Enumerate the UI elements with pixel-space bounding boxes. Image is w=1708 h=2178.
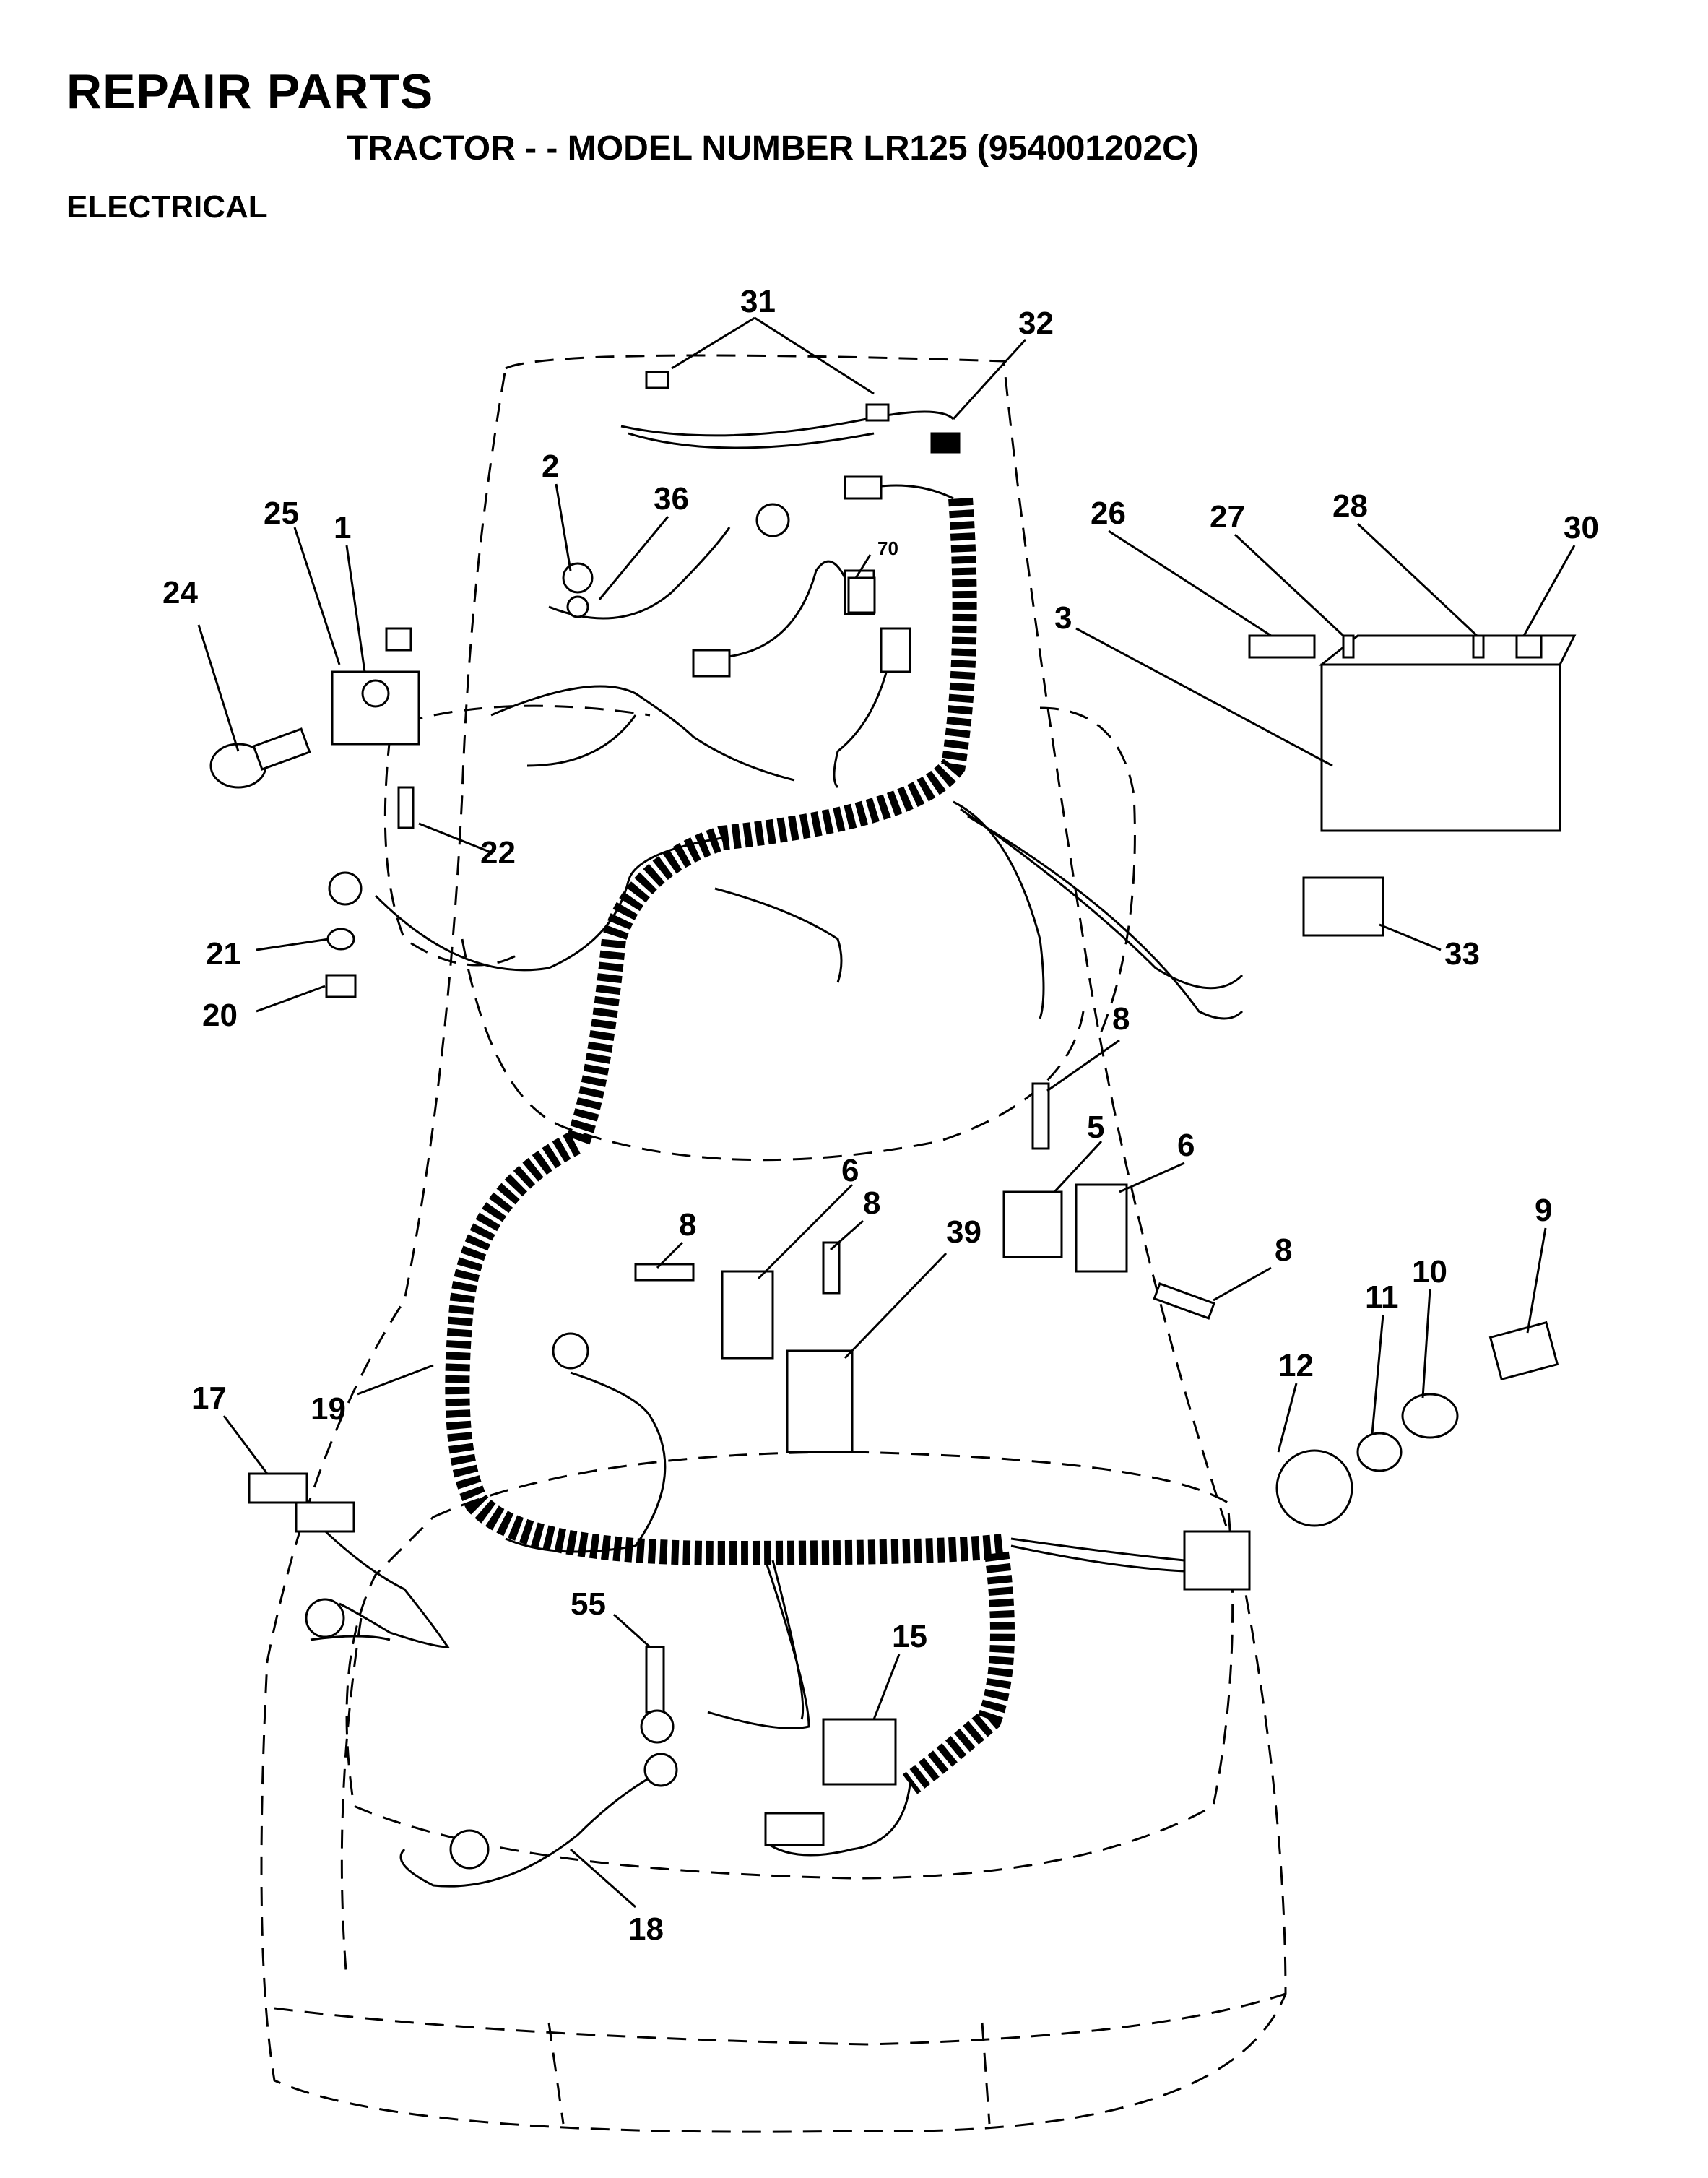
page-title: REPAIR PARTS xyxy=(66,64,434,119)
callout-15: 15 xyxy=(892,1619,927,1654)
callout-70: 70 xyxy=(877,537,898,559)
callout-12: 12 xyxy=(1278,1348,1314,1383)
page-subtitle: TRACTOR - - MODEL NUMBER LR125 (95400120… xyxy=(347,129,1199,168)
callout-5: 5 xyxy=(1087,1110,1104,1145)
callout-39: 39 xyxy=(946,1214,981,1250)
callout-55: 55 xyxy=(571,1586,606,1622)
callout-11: 11 xyxy=(1365,1279,1399,1315)
callout-30: 30 xyxy=(1564,510,1599,545)
callout-2: 2 xyxy=(542,449,559,484)
callout-6-left: 6 xyxy=(841,1153,859,1188)
callout-10: 10 xyxy=(1412,1254,1447,1289)
callout-8-left: 8 xyxy=(679,1207,696,1243)
callout-28: 28 xyxy=(1332,488,1368,524)
leader-lines xyxy=(197,316,1576,1909)
callout-8-right: 8 xyxy=(1275,1232,1292,1268)
callout-27: 27 xyxy=(1210,499,1245,535)
callout-26: 26 xyxy=(1091,496,1126,531)
coiled-harness xyxy=(445,497,1015,1794)
callout-8-center: 8 xyxy=(863,1185,880,1221)
callout-6-right: 6 xyxy=(1177,1128,1195,1163)
callout-18: 18 xyxy=(628,1911,664,1947)
callout-25: 25 xyxy=(264,496,299,531)
callout-3: 3 xyxy=(1054,600,1072,636)
parts xyxy=(209,371,1577,1870)
callout-8-top: 8 xyxy=(1112,1001,1130,1037)
callout-20: 20 xyxy=(202,998,238,1033)
callout-1: 1 xyxy=(334,510,351,545)
callout-22: 22 xyxy=(480,835,516,870)
wires xyxy=(309,410,1244,1888)
section-label: ELECTRICAL xyxy=(66,189,268,225)
callout-9: 9 xyxy=(1535,1193,1552,1228)
callout-33: 33 xyxy=(1444,936,1480,972)
tractor-outline xyxy=(260,354,1287,2133)
callout-21: 21 xyxy=(206,936,241,972)
callout-labels: 31 32 2 36 70 1 25 24 22 21 20 26 27 28 … xyxy=(162,284,1599,1947)
callout-32: 32 xyxy=(1018,306,1054,341)
callout-24: 24 xyxy=(162,575,198,610)
callout-36: 36 xyxy=(654,481,689,517)
callout-17: 17 xyxy=(191,1380,227,1416)
callout-31: 31 xyxy=(740,284,776,319)
callout-19: 19 xyxy=(311,1391,346,1427)
